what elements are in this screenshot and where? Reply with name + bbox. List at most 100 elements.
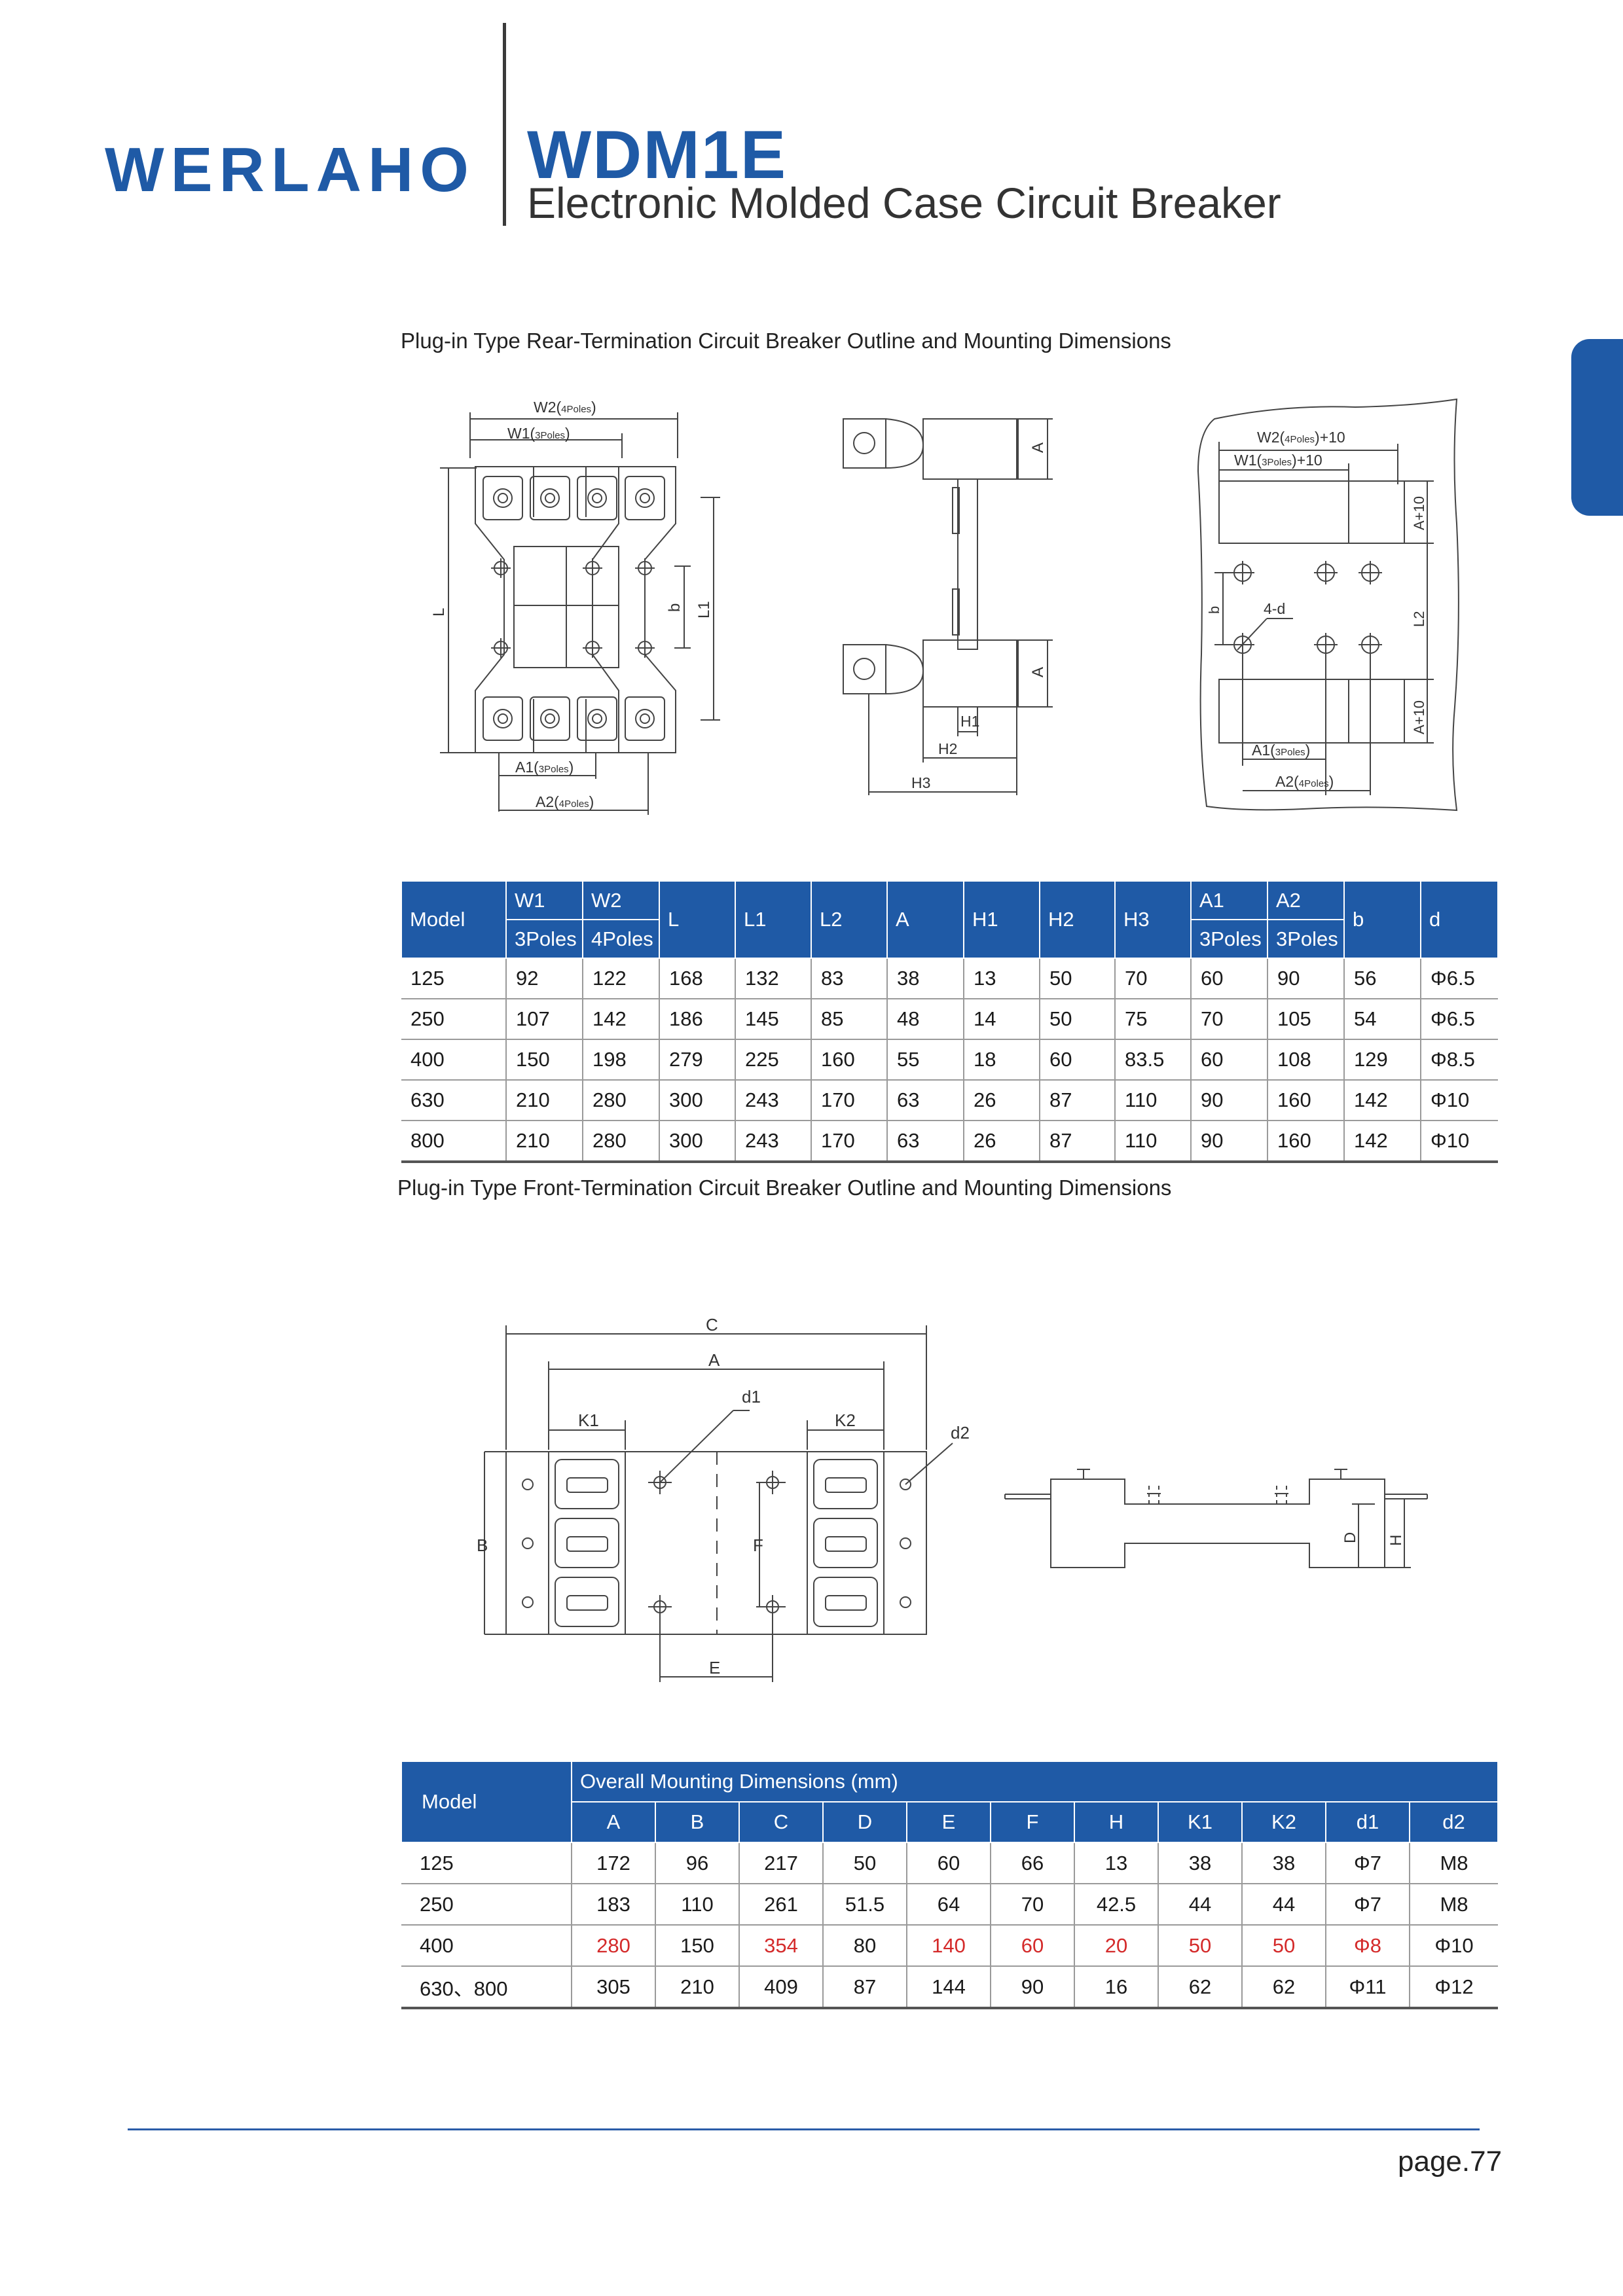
dim-label-l: L (430, 608, 448, 617)
table-cell: Φ12 (1410, 1966, 1498, 2009)
sub-header-a1: 3Poles (1190, 919, 1268, 959)
table-cell: 62 (1242, 1966, 1326, 2009)
table-cell: 300 (659, 1121, 736, 1163)
table-cell: 198 (583, 1039, 660, 1081)
table-cell: Φ10 (1421, 1080, 1498, 1121)
table-cell: 160 (1267, 1121, 1345, 1163)
table-cell: 110 (1115, 1080, 1192, 1121)
table-cell: 66 (991, 1842, 1075, 1884)
dim-label-w1: W1(3Poles) (507, 425, 570, 442)
table-cell: 50 (823, 1842, 907, 1884)
table-cell: 90 (1191, 1121, 1268, 1163)
table-cell: 800 (401, 1121, 507, 1163)
page-number: page.77 (1398, 2145, 1503, 2178)
table-cell: 83 (811, 958, 888, 999)
front-label-c: C (706, 1315, 718, 1335)
col-header: H (1074, 1801, 1159, 1843)
table-cell: 300 (659, 1080, 736, 1121)
col-header-model: Model (401, 1761, 572, 1843)
front-label-d2: d2 (951, 1423, 970, 1443)
table-cell: Φ8 (1326, 1925, 1410, 1967)
dim-label-w2: W2(4Poles) (534, 399, 596, 416)
table-cell: 150 (655, 1925, 740, 1967)
table-cell: 409 (739, 1966, 824, 2009)
dim-label-b: b (666, 603, 684, 612)
table-cell: 64 (907, 1884, 991, 1926)
table-cell: 85 (811, 999, 888, 1040)
footer-divider (128, 2128, 1480, 2130)
table-cell: 210 (506, 1080, 583, 1121)
table-cell: 75 (1115, 999, 1192, 1040)
table-cell: 145 (735, 999, 812, 1040)
table-cell: 90 (991, 1966, 1075, 2009)
col-header: C (739, 1801, 824, 1843)
table-cell: 105 (1267, 999, 1345, 1040)
table-cell: 183 (572, 1884, 656, 1926)
table-cell: 210 (506, 1121, 583, 1163)
table-cell: 42.5 (1074, 1884, 1159, 1926)
table-cell: 60 (1040, 1039, 1116, 1081)
side-label-h2: H2 (938, 740, 957, 757)
table-cell: 125 (401, 958, 507, 999)
dim-label-l1: L1 (695, 601, 713, 619)
table-cell: M8 (1410, 1842, 1498, 1884)
front-top-view-drawing: C A K1 K2 d1 d2 B F E (477, 1315, 970, 1682)
front-section-title: Plug-in Type Front-Termination Circuit B… (397, 1175, 1172, 1200)
table-cell: 305 (572, 1966, 656, 2009)
col-header-h2: H2 (1039, 880, 1116, 959)
header-divider (503, 23, 506, 226)
front-label-k1: K1 (578, 1410, 599, 1430)
table-cell: 83.5 (1115, 1039, 1192, 1081)
table-cell: 142 (1344, 1121, 1421, 1163)
table-cell: 125 (401, 1842, 572, 1884)
rear-mounting-panel-drawing: W2(4Poles)+10 W1(3Poles)+10 A+10 L2 A+10… (1197, 398, 1459, 812)
table-cell: 142 (583, 999, 660, 1040)
col-header-a: A (886, 880, 964, 959)
table-cell: 50 (1158, 1925, 1243, 1967)
table-cell: Φ8.5 (1421, 1039, 1498, 1081)
table-cell: 110 (655, 1884, 740, 1926)
table-cell: 217 (739, 1842, 824, 1884)
col-header-a1: A1 (1190, 880, 1268, 920)
table-cell: 87 (1040, 1121, 1116, 1163)
col-header: E (906, 1801, 991, 1843)
col-header-model: Model (401, 880, 507, 959)
table-cell: 96 (655, 1842, 740, 1884)
table-cell: 87 (1040, 1080, 1116, 1121)
table-cell: 38 (1158, 1842, 1243, 1884)
col-header: D (822, 1801, 907, 1843)
table-cell: 51.5 (823, 1884, 907, 1926)
col-header: K2 (1241, 1801, 1326, 1843)
table-cell: 400 (401, 1925, 572, 1967)
sub-header-a2: 3Poles (1267, 919, 1345, 959)
col-header-d: d (1420, 880, 1499, 959)
table-cell: 279 (659, 1039, 736, 1081)
col-header: B (655, 1801, 740, 1843)
table-cell: 90 (1191, 1080, 1268, 1121)
table-cell: Φ11 (1326, 1966, 1410, 2009)
table-cell: 280 (583, 1080, 660, 1121)
rear-dimensions-table: Model W1 W2 L L1 L2 A H1 H2 H3 A1 A2 b d… (401, 880, 1499, 1163)
table-cell: 38 (887, 958, 964, 999)
table-cell: Φ10 (1410, 1925, 1498, 1967)
section-tab (1571, 339, 1623, 516)
table-cell: 243 (735, 1121, 812, 1163)
table-cell: 132 (735, 958, 812, 999)
table-cell: 210 (655, 1966, 740, 2009)
table-cell: 160 (811, 1039, 888, 1081)
brand-logo: WERLAHO (105, 135, 475, 205)
front-dimensions-table: Model Overall Mounting Dimensions (mm) A… (401, 1761, 1499, 2009)
table-cell: 44 (1158, 1884, 1243, 1926)
col-header-a2: A2 (1267, 880, 1345, 920)
rear-front-view-drawing: W2(4Poles) W1(3Poles) A1(3Poles) A2(4Pol… (430, 399, 720, 815)
table-cell: 50 (1040, 958, 1116, 999)
col-header-h1: H1 (963, 880, 1040, 959)
table-cell: 90 (1267, 958, 1345, 999)
front-side-view-drawing: D H (1004, 1469, 1428, 1568)
